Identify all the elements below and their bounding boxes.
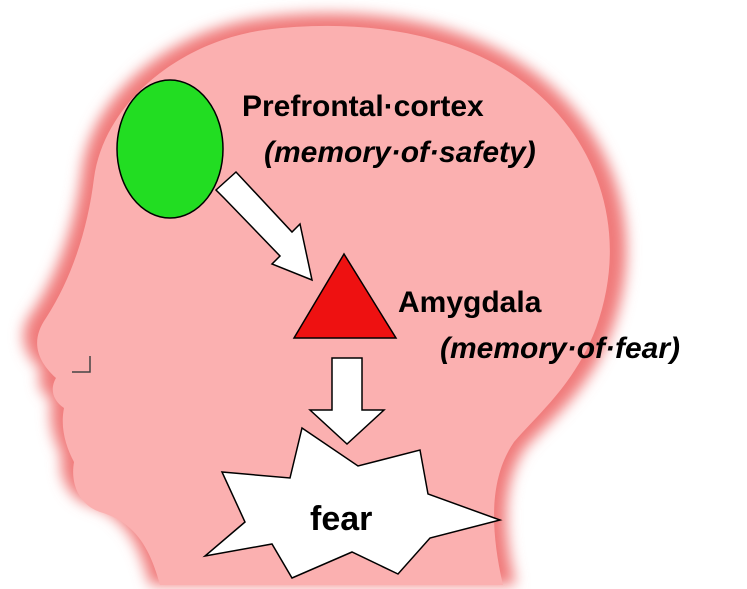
prefrontal-subtitle: (memory·of·safety) [264, 136, 536, 169]
amygdala-title: Amygdala [398, 286, 542, 319]
prefrontal-cortex-oval [117, 80, 223, 218]
fear-label: fear [310, 500, 372, 538]
amygdala-subtitle: (memory·of·fear) [440, 332, 680, 365]
prefrontal-title: Prefrontal·cortex [242, 90, 484, 123]
